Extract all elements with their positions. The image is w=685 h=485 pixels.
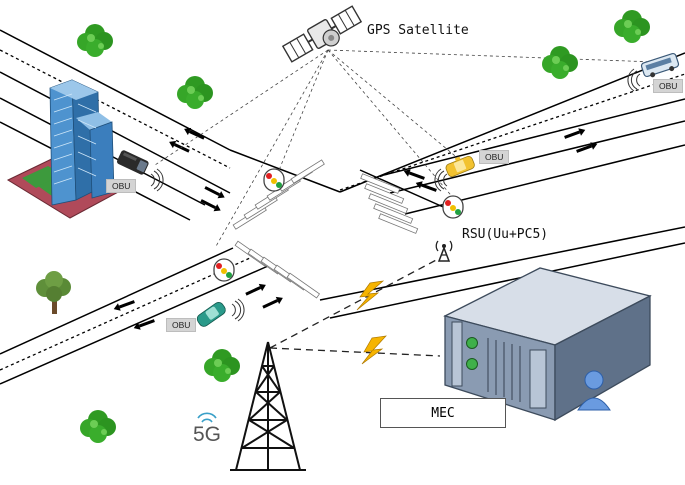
lightning-icon [356,280,385,311]
antenna-icon [435,240,453,262]
traffic-light-icon [263,168,285,192]
building-icon [6,79,124,219]
crosswalk [232,159,419,299]
taxi-icon [445,155,475,177]
traffic-light-icon [213,258,235,282]
5g-label: 5G [193,423,222,446]
bus-icon [640,52,680,78]
tree-icon [614,10,650,43]
obu-label-taxi: OBU [479,150,510,164]
server-icon [443,267,652,422]
user-icon [577,370,611,411]
lane-dividers [0,49,685,371]
wifi-icon [231,298,245,322]
tower-link-lines [269,257,441,357]
satellite-icon [281,5,363,63]
van-icon [117,150,149,175]
gps-satellite-label: GPS Satellite [367,23,469,38]
road-network [0,29,685,385]
tree-icon [177,76,213,109]
tree-icon [77,24,113,57]
signal-lines [154,49,656,249]
wifi-icon [197,412,217,423]
car-icon [196,302,226,327]
lightning-icon [361,335,387,365]
tree-icon [204,349,240,382]
mec-box: MEC [380,398,506,428]
obu-label-car: OBU [166,318,197,332]
tree-icon [36,271,71,314]
obu-label-van: OBU [106,179,137,193]
cell-tower-icon [230,341,306,471]
traffic-light-icon [442,195,464,219]
tree-icon [542,46,578,79]
mec-label: MEC [431,405,455,421]
rsu-label: RSU(Uu+PC5) [462,227,549,242]
tree-icon [80,410,116,443]
obu-label-bus: OBU [653,79,684,93]
